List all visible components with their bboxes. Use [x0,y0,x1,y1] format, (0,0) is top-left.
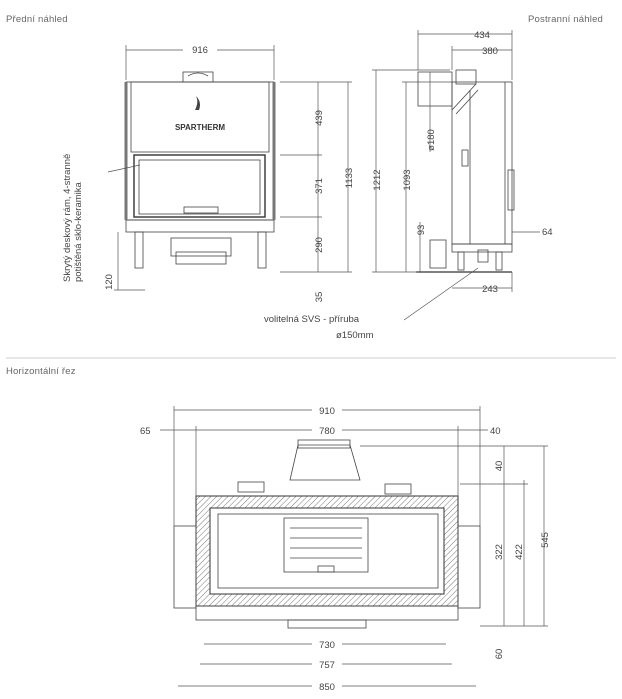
side-view-drawing [416,69,515,273]
dim-side-bottom: 93 [416,225,427,236]
dim-side-total-height: 1212 [372,169,383,190]
dim-section-730: 730 [319,640,335,651]
dim-section-422: 422 [514,544,525,560]
optional-flange-label: volitelná SVS - příruba [264,314,360,325]
dim-front-leg: 120 [104,274,115,290]
section-drawing [173,439,481,629]
dim-section-total-width: 910 [319,406,335,417]
flange-diameter-label: ø150mm [336,330,374,341]
front-view-heading: Přední náhled [6,14,68,25]
dim-front-top: 439 [314,110,325,126]
dim-section-850: 850 [319,682,335,693]
dim-front-bottom: 290 [314,237,325,253]
dim-side-total-width: 434 [474,30,490,41]
horizontal-section-heading: Horizontální řez [6,366,76,377]
dim-section-545: 545 [540,532,551,548]
frame-note-line1: Skrytý deskový rám, 4-stranně [62,154,73,282]
brand-logo-text: SPARTHERM [175,123,225,132]
dim-section-757: 757 [319,660,335,671]
side-dimension-lines [372,30,540,292]
dim-side-inner-height: 1093 [402,169,413,190]
dim-front-total: 1133 [344,168,355,188]
flange-leader [403,267,479,321]
dim-section-left-offset: 65 [140,426,151,437]
dim-front-feet: 35 [314,292,325,303]
dim-section-right-offset: 40 [490,426,501,437]
dim-front-width: 916 [192,45,208,56]
dim-side-depth: 243 [482,284,498,295]
dim-side-flue: ø180 [426,129,437,151]
dim-side-body-width: 380 [482,46,498,57]
dim-section-inner-width: 780 [319,426,335,437]
side-view-heading: Postranní náhled [528,14,604,25]
dim-section-60: 60 [494,649,505,660]
dim-section-40: 40 [494,461,505,472]
front-view-drawing [107,71,276,269]
frame-note-line2: potištěná sklo-keramika [73,181,84,282]
dim-section-322: 322 [494,544,505,560]
dim-side-offset: 64 [542,227,553,238]
dim-front-glass: 371 [314,178,325,194]
